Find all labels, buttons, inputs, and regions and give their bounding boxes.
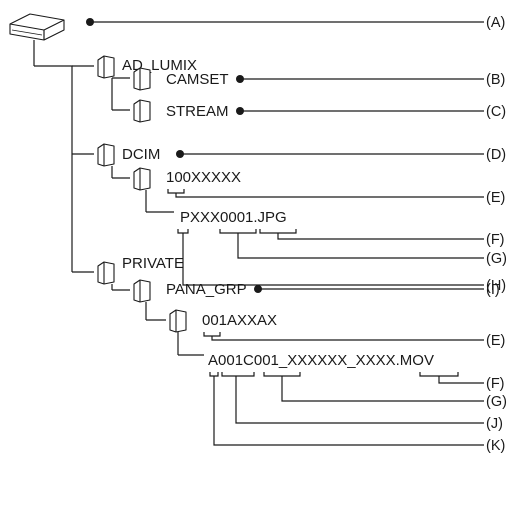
leader-line-f (438, 376, 484, 384)
bracket-marker (263, 372, 301, 377)
file-label-jpg: PXXX0001.JPG (180, 209, 287, 226)
ref-label-e: (E) (486, 190, 505, 206)
leader-line-g (281, 376, 484, 402)
folder-icon (133, 99, 151, 123)
ref-label-b: (B) (486, 72, 505, 88)
ref-label-g: (G) (486, 251, 507, 267)
bracket-marker (209, 372, 219, 377)
bracket-marker (221, 372, 255, 377)
leader-line-j (235, 376, 484, 424)
folder-icon (133, 279, 151, 303)
folder-icon (97, 55, 115, 79)
bracket-marker (203, 332, 221, 337)
folder-label-001axxax: 001AXXAX (202, 312, 277, 329)
folder-icon (97, 261, 115, 285)
ref-label-a: (A) (486, 15, 505, 31)
leader-line-g (237, 233, 484, 259)
ref-label-k: (K) (486, 438, 505, 454)
folder-icon (97, 143, 115, 167)
card-drive-icon (9, 13, 65, 41)
folder-label-dcim: DCIM (122, 146, 160, 163)
leader-line-e (211, 336, 484, 341)
folder-label-stream: STREAM (166, 103, 229, 120)
ref-label-c: (C) (486, 104, 506, 120)
folder-label-100xxxxx: 100XXXXX (166, 169, 241, 186)
folder-label-private: PRIVATE (122, 255, 184, 272)
bracket-marker (177, 229, 189, 234)
folder-icon (133, 67, 151, 91)
bracket-marker (219, 229, 257, 234)
ref-label-j: (J) (486, 416, 503, 432)
folder-label-camset: CAMSET (166, 71, 229, 88)
leader-line-f (277, 233, 484, 240)
ref-label-e: (E) (486, 333, 505, 349)
bracket-marker (419, 372, 459, 377)
bracket-marker (259, 229, 297, 234)
ref-label-f: (F) (486, 376, 505, 392)
leader-line-k (213, 376, 484, 446)
tree-connector (34, 65, 73, 154)
bracket-marker (167, 189, 185, 194)
folder-label-pana-grp: PANA_GRP (166, 281, 247, 298)
ref-label-f: (F) (486, 232, 505, 248)
ref-label-i: (I) (486, 282, 500, 298)
leader-line-h (182, 233, 484, 286)
leader-line-e (175, 193, 484, 198)
ref-label-d: (D) (486, 147, 506, 163)
ref-label-h: (H) (486, 278, 506, 294)
file-label-mov: A001C001_XXXXXX_XXXX.MOV (208, 352, 434, 369)
folder-icon (133, 167, 151, 191)
ref-label-g: (G) (486, 394, 507, 410)
folder-icon (169, 309, 187, 333)
